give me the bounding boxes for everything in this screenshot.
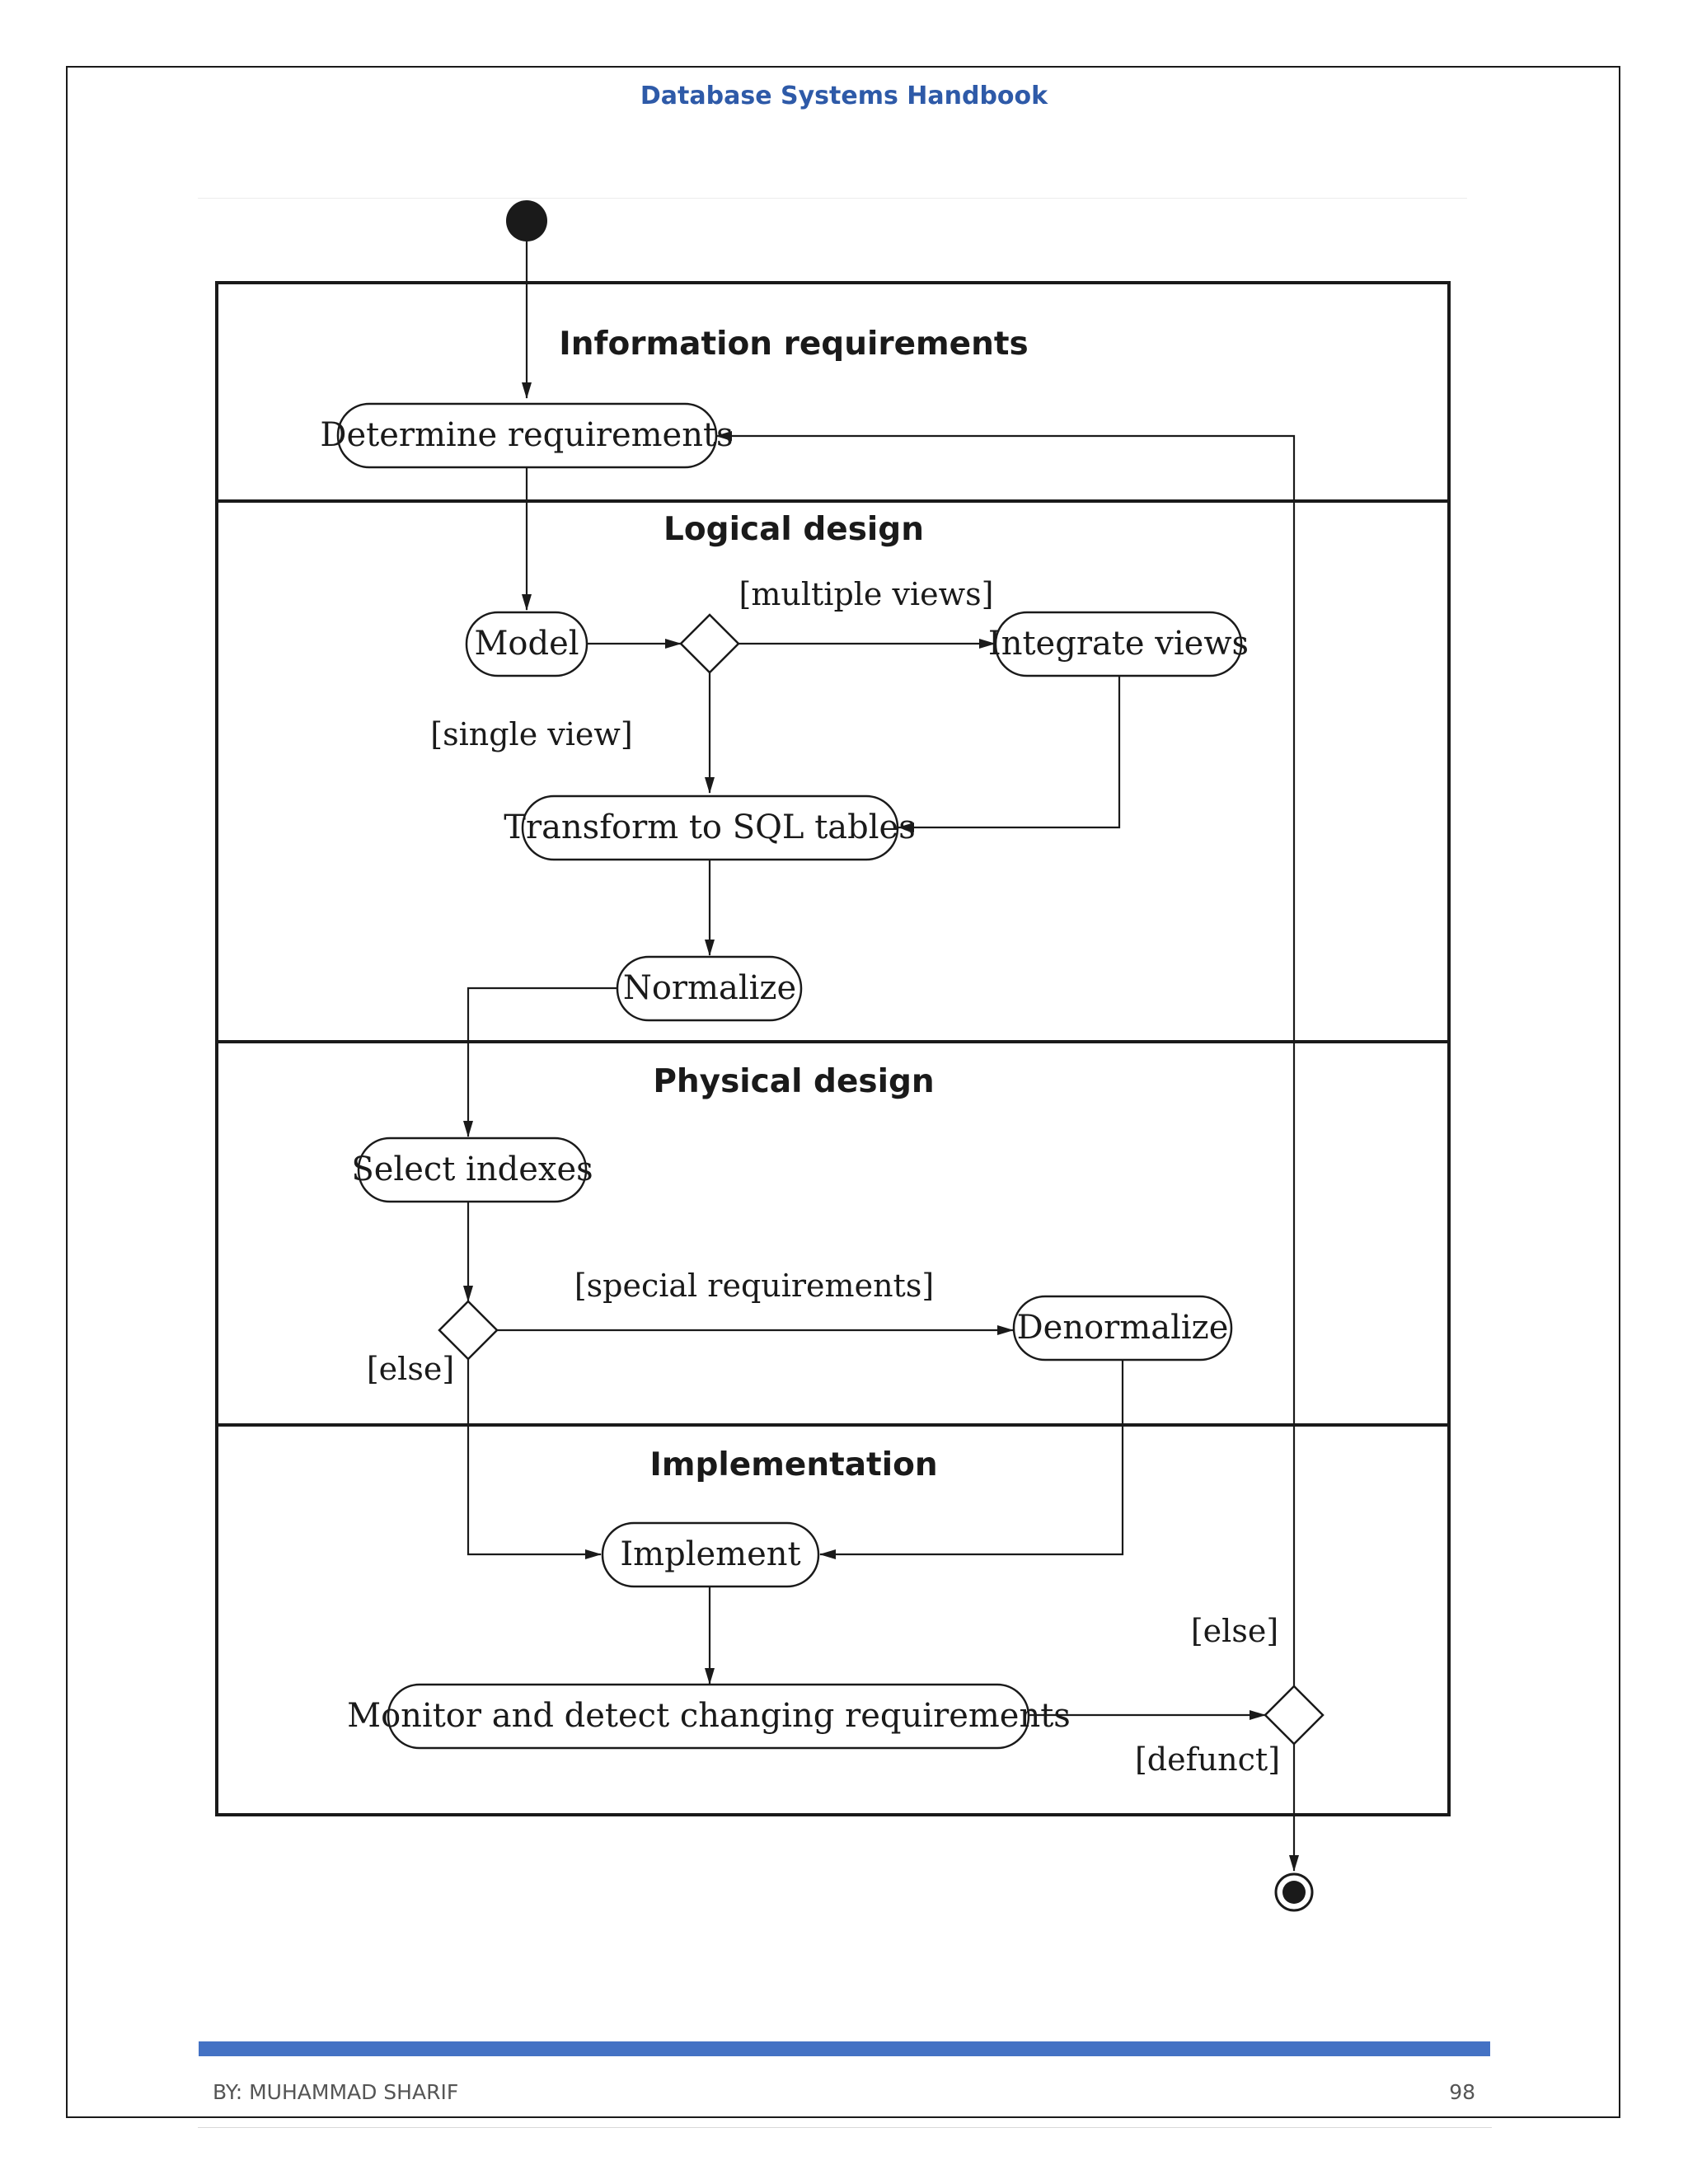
page-header-title: Database Systems Handbook [640,82,1048,110]
activity-transform-to-sql: Transform to SQL tables [504,794,916,861]
activity-label: Normalize [623,969,796,1007]
page-frame [66,66,1620,2118]
activity-label: Determine requirements [320,416,733,454]
activity-select-indexes: Select indexes [351,1137,593,1203]
footer-bar [199,2041,1490,2056]
header-divider [198,198,1467,199]
activity-integrate-views: Integrate views [988,611,1249,677]
activity-monitor: Monitor and detect changing requirements [347,1683,1071,1750]
guard-defunct: [defunct] [1135,1741,1280,1778]
diagram-edges [463,241,1299,1872]
activity-normalize: Normalize [616,955,803,1022]
activity-label: Implement [620,1535,800,1573]
page-number: 98 [1449,2080,1475,2104]
activity-label: Model [474,625,579,663]
lane-title-implementation: Implementation [649,1446,937,1483]
initial-node [506,200,547,241]
guard-else-physical: [else] [367,1351,454,1387]
guard-single-view: [single view] [430,716,632,752]
activity-label: Transform to SQL tables [504,808,915,846]
activity-denormalize: Denormalize [1012,1295,1233,1361]
lane-title-logical: Logical design [663,511,924,548]
guard-special-requirements: [special requirements] [574,1268,934,1304]
decision-physical [438,1300,499,1361]
activity-determine-requirements: Determine requirements [320,402,734,469]
activity-label: Monitor and detect changing requirements [347,1697,1071,1735]
final-node [1274,1872,1314,1912]
lane-title-physical: Physical design [653,1063,934,1100]
lane-title-information: Information requirements [559,326,1029,363]
swimlane-frame [215,281,1451,1816]
decision-views [679,613,740,674]
guard-multiple-views: [multiple views] [739,576,994,612]
footer-author: BY: MUHAMMAD SHARIF [213,2080,459,2104]
activity-label: Select indexes [351,1151,593,1188]
decision-final [1264,1685,1325,1746]
activity-label: Denormalize [1017,1309,1229,1347]
activity-implement: Implement [601,1521,820,1588]
activity-model: Model [465,611,588,677]
activity-label: Integrate views [988,625,1249,663]
guard-else-final: [else] [1191,1613,1278,1649]
footer-divider [198,2127,1492,2128]
